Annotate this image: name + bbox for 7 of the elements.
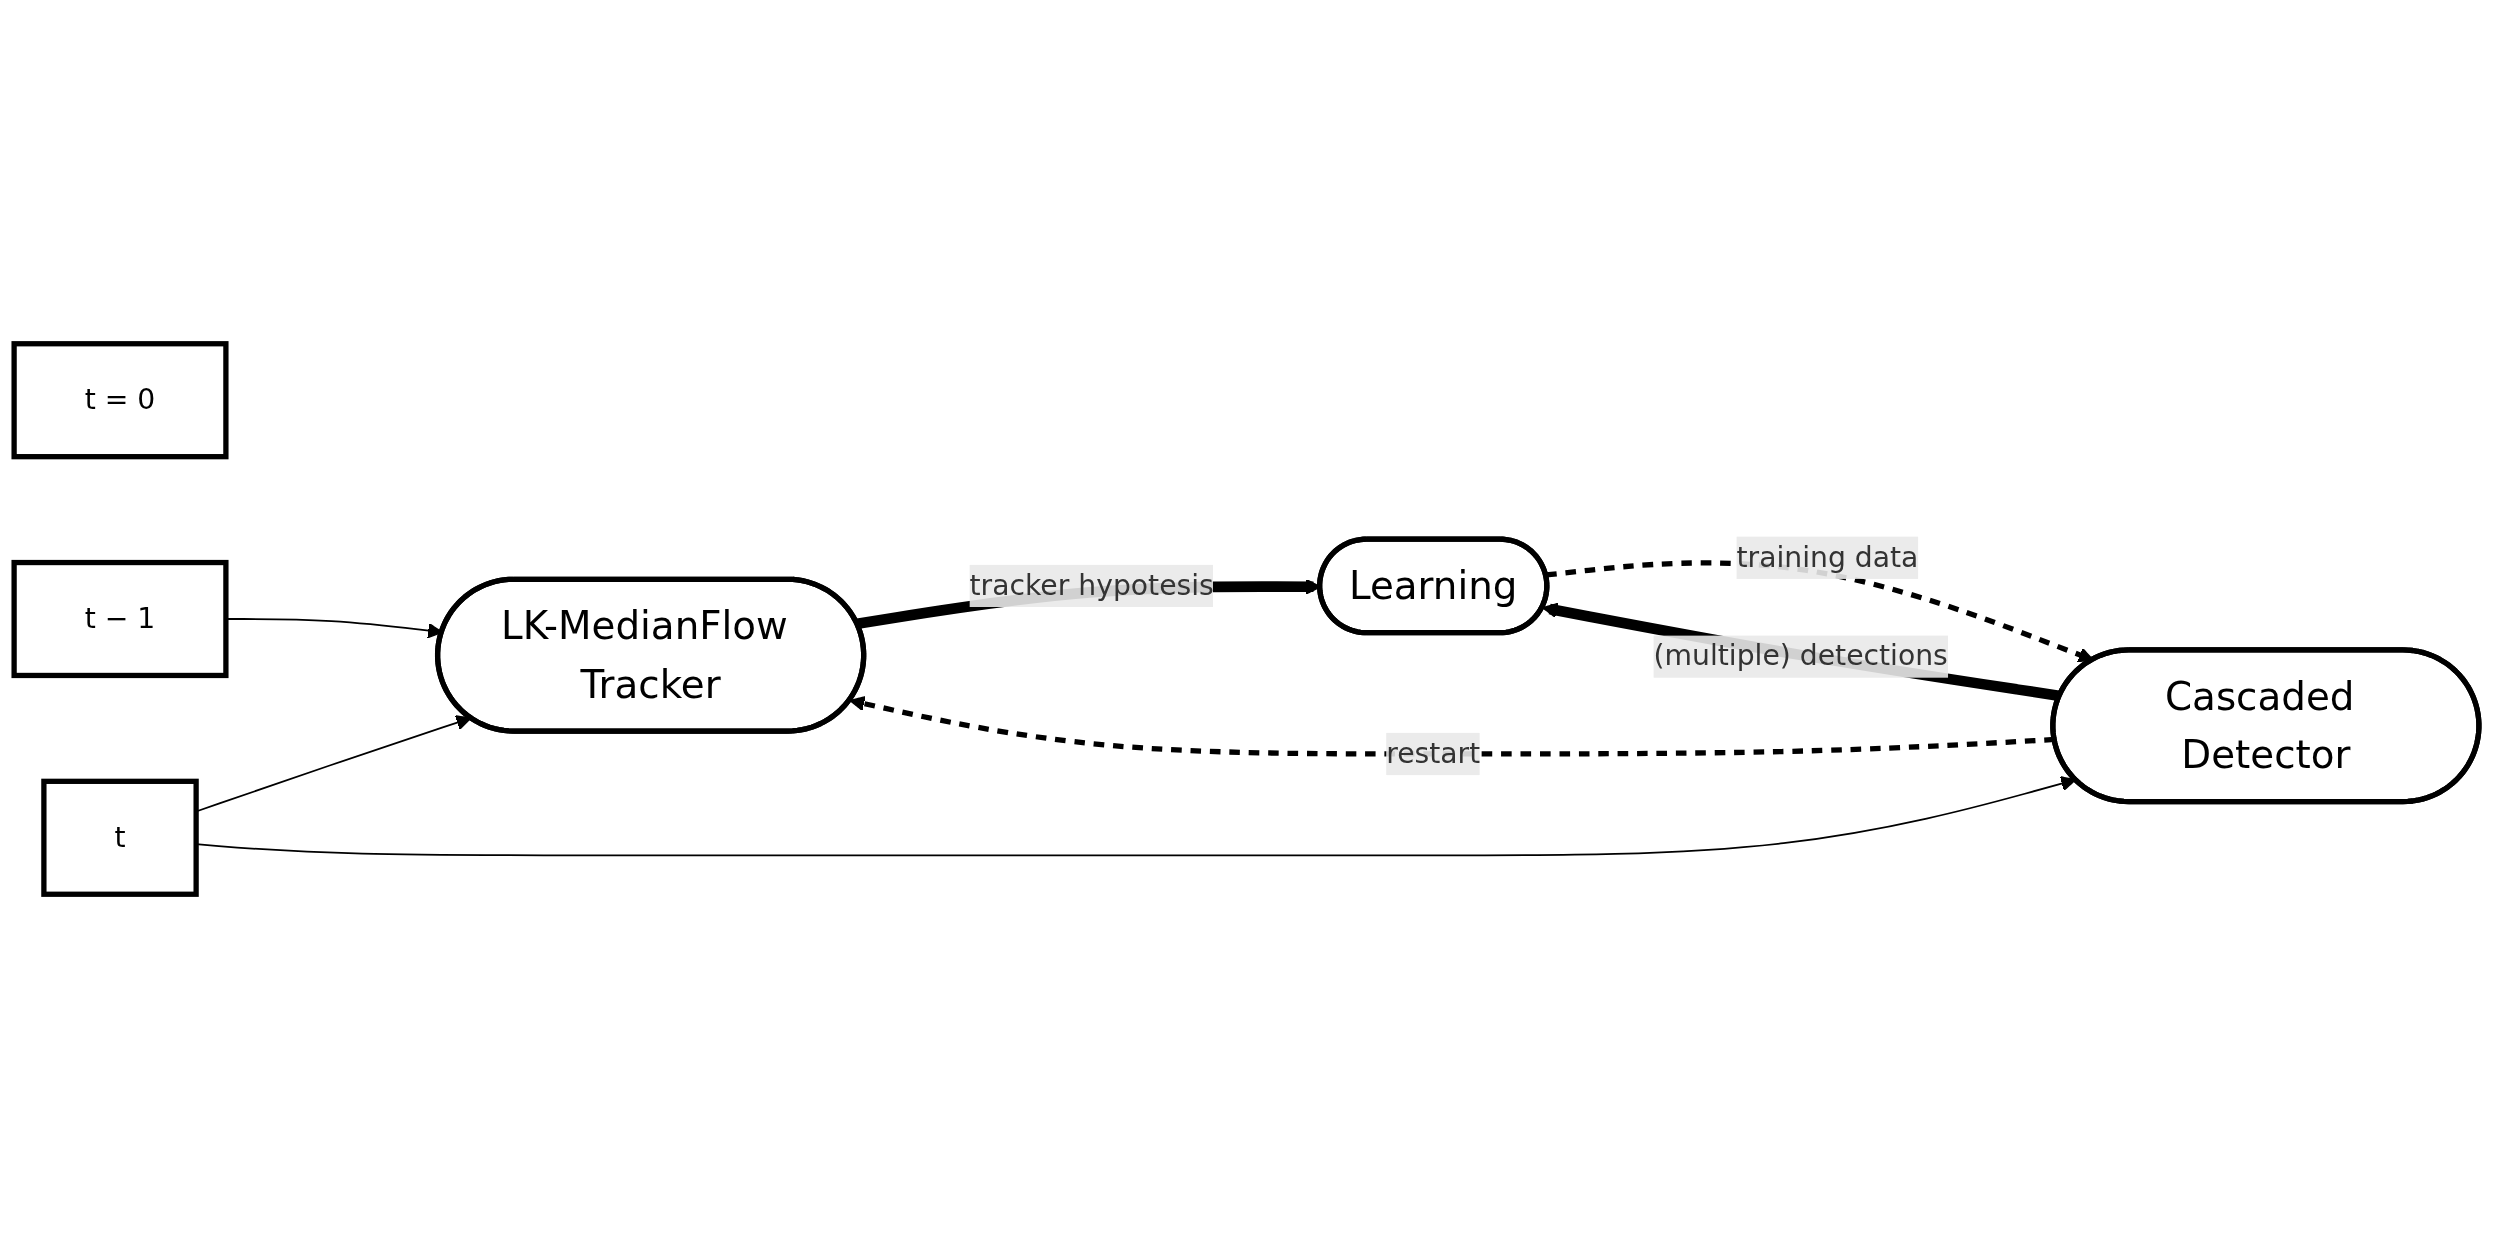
- edge-label: (multiple) detections: [1653, 638, 1948, 673]
- node-box: t = 0: [11, 341, 229, 460]
- node-box: t: [41, 778, 199, 897]
- edge-label: tracker hypotesis: [969, 568, 1214, 602]
- edge-label: training data: [1736, 540, 1919, 574]
- edge-label: restart: [1386, 736, 1481, 770]
- node-box: t − 1: [11, 559, 229, 679]
